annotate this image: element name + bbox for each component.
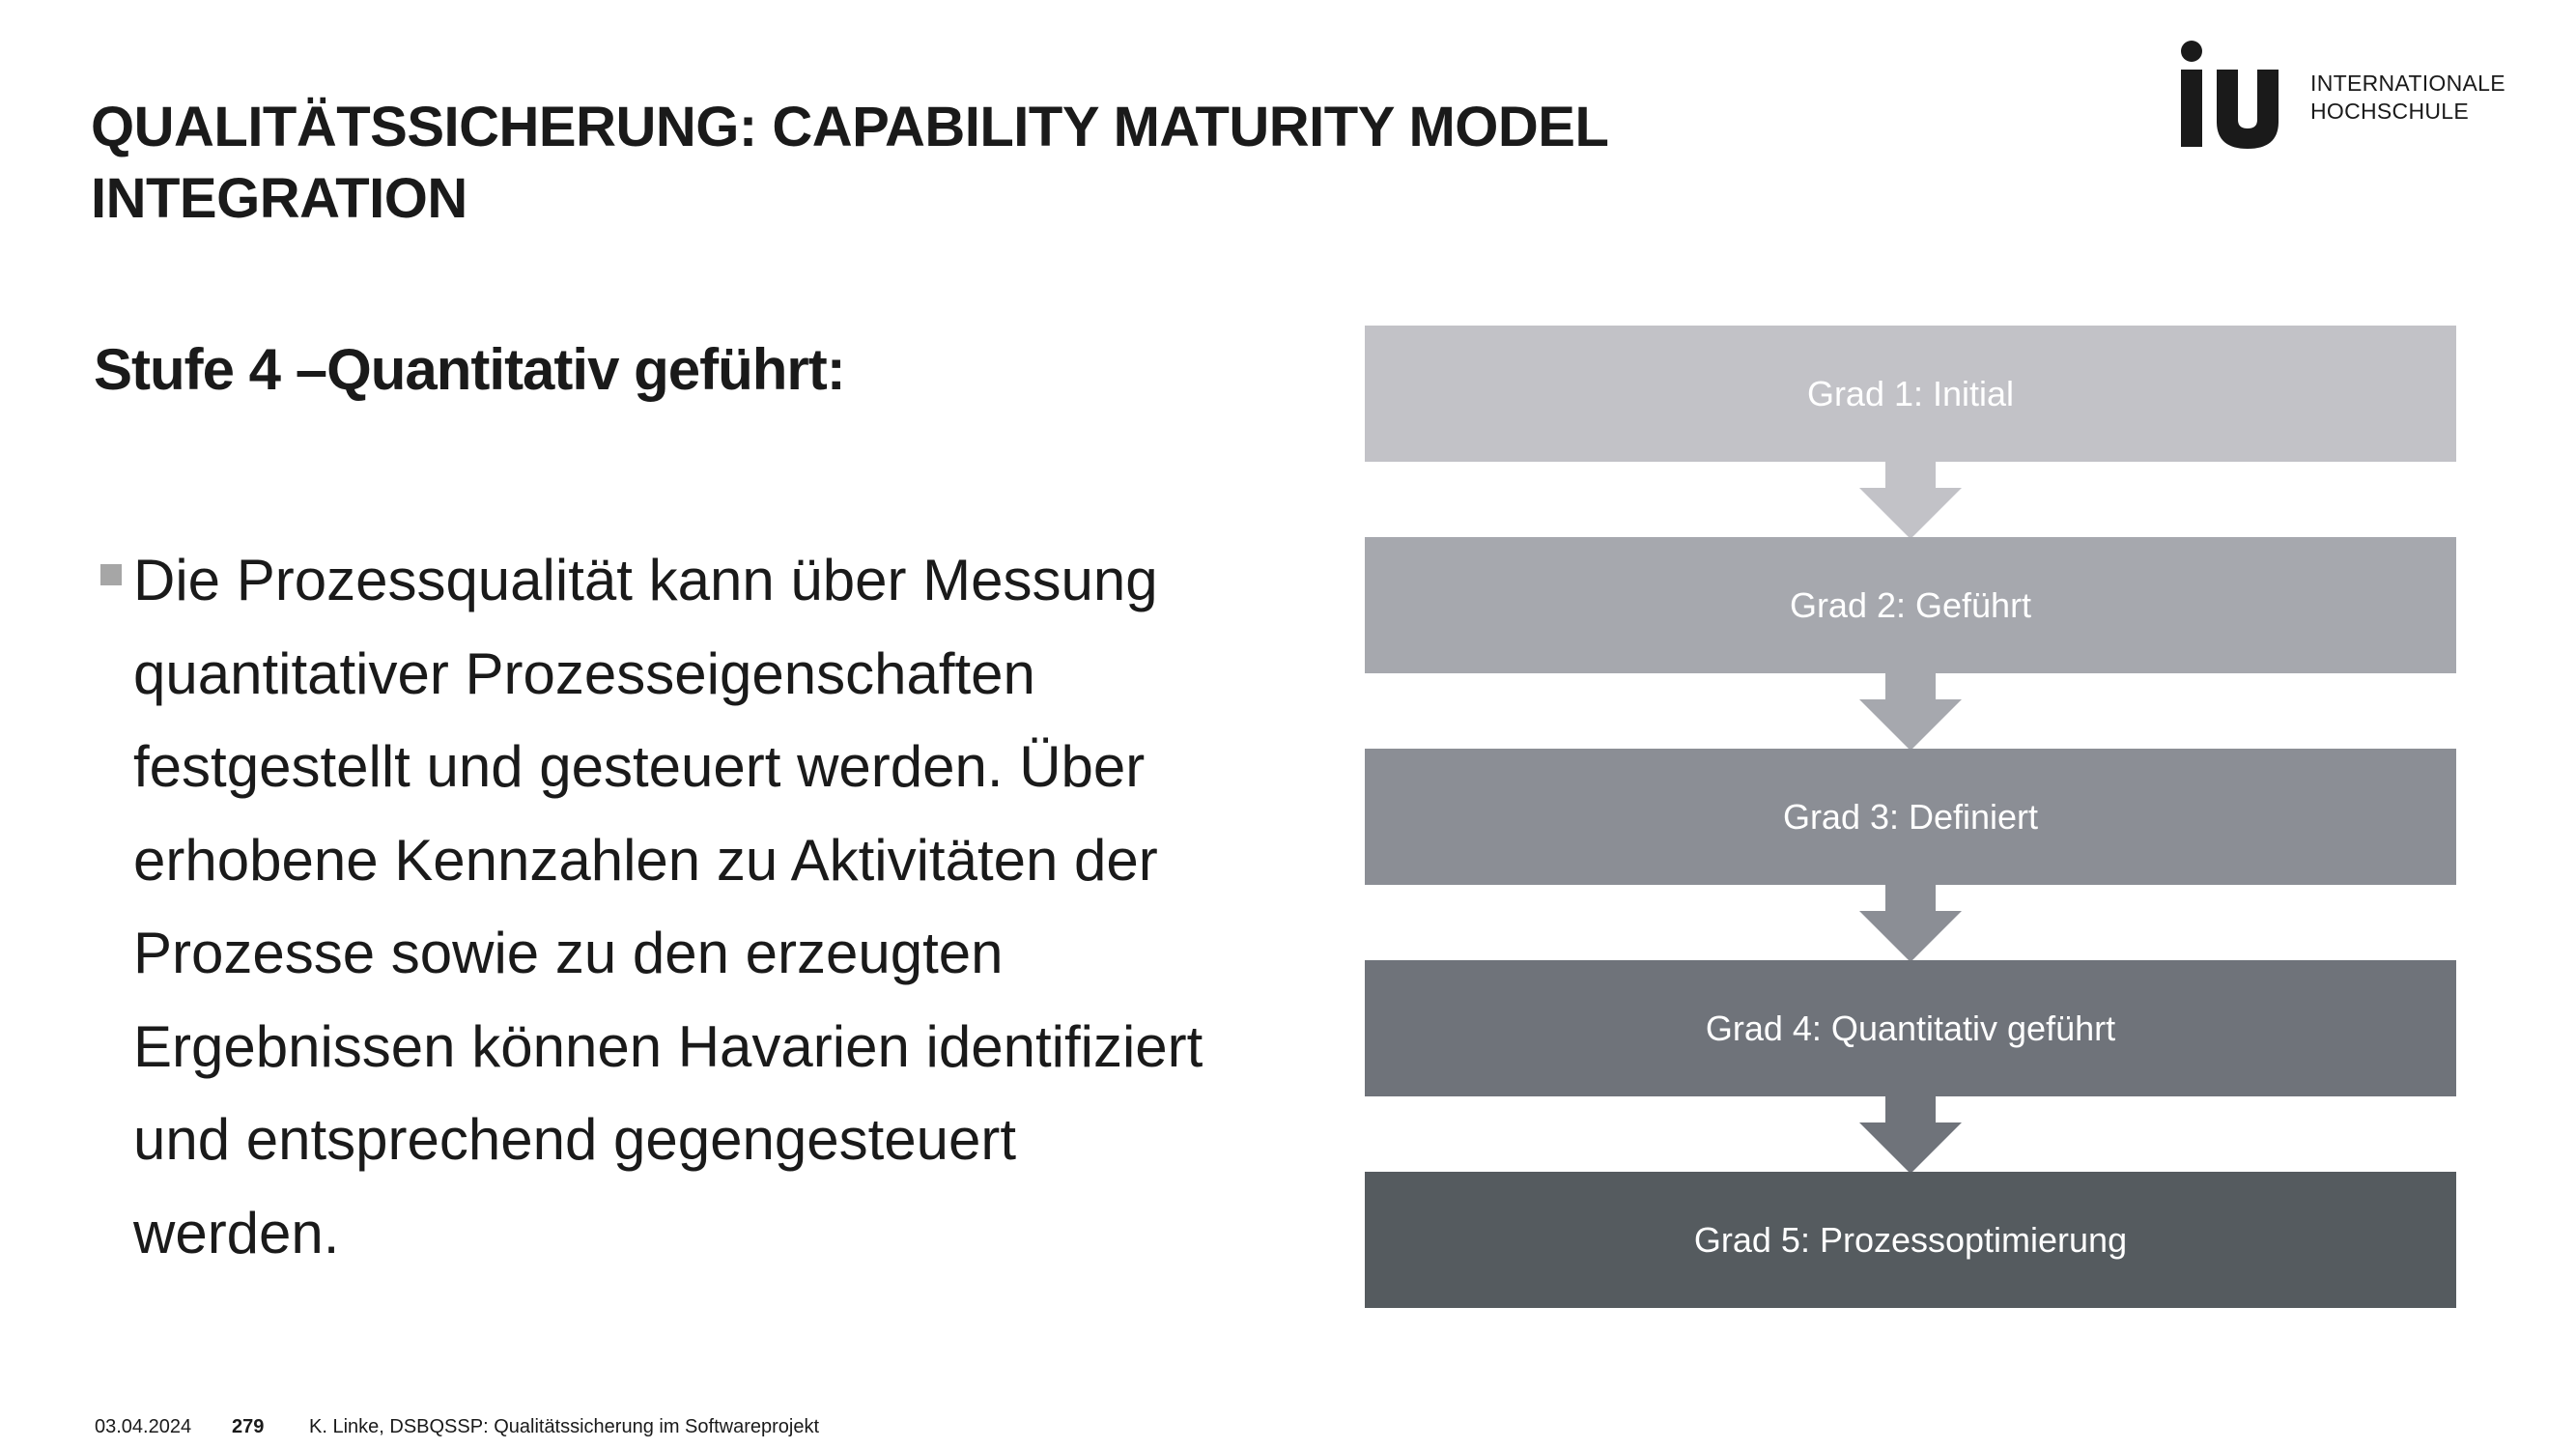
maturity-levels-diagram: Grad 1: Initial Grad 2: Geführt Grad 3: … [1365, 326, 2456, 1311]
stage-label: Grad 2: Geführt [1789, 584, 2032, 625]
iu-logo-mark [2181, 41, 2279, 149]
slide-title: QUALITÄTSSICHERUNG: CAPABILITY MATURITY … [91, 92, 1733, 235]
bullet-point: Die Prozessqualität kann über Messung qu… [97, 534, 1294, 1280]
stage-grad-3: Grad 3: Definiert [1365, 749, 2456, 885]
bullet-line: Die Prozessqualität kann über Messung [133, 548, 1158, 612]
footer-page-number: 279 [232, 1416, 265, 1437]
section-subtitle: Stufe 4 –Quantitativ geführt: [94, 337, 846, 402]
bullet-line: quantitativer Prozesseigenschaften [133, 640, 1035, 706]
bullet-line: festgestellt und gesteuert werden. Über [133, 734, 1146, 799]
stage-grad-1: Grad 1: Initial [1365, 326, 2456, 462]
bullet-line: werden. [133, 1200, 340, 1265]
stage-label: Grad 1: Initial [1806, 373, 2015, 413]
stage-label: Grad 3: Definiert [1782, 796, 2039, 837]
footer-date: 03.04.2024 [95, 1416, 192, 1437]
bullet-line: erhobene Kennzahlen zu Aktivitäten der [133, 827, 1158, 893]
stage-label: Grad 4: Quantitativ geführt [1705, 1008, 2116, 1048]
logo-text: INTERNATIONALE HOCHSCHULE [2310, 70, 2505, 126]
down-arrow-icon [1859, 885, 1962, 962]
logo-text-line-1: INTERNATIONALE [2310, 71, 2505, 96]
slide-title-line-1: QUALITÄTSSICHERUNG: CAPABILITY MATURITY … [91, 96, 1609, 158]
stage-grad-4: Grad 4: Quantitativ geführt [1365, 960, 2456, 1096]
down-arrow-icon [1859, 673, 1962, 751]
stage-label: Grad 5: Prozessoptimierung [1693, 1219, 2128, 1260]
bullet-line: und entsprechend gegengesteuert [133, 1107, 1017, 1172]
bullet-line: Prozesse sowie zu den erzeugten [133, 921, 1004, 985]
down-arrow-icon [1859, 462, 1962, 539]
down-arrow-icon [1859, 1096, 1962, 1174]
iu-logo: INTERNATIONALE HOCHSCHULE [2178, 39, 2506, 155]
bullet-text: Die Prozessqualität kann über Messung qu… [133, 534, 1294, 1280]
slide-title-line-2: INTEGRATION [91, 167, 467, 230]
bullet-square-icon [100, 564, 122, 585]
footer-course-info: K. Linke, DSBQSSP: Qualitätssicherung im… [309, 1416, 820, 1437]
stage-grad-5: Grad 5: Prozessoptimierung [1365, 1172, 2456, 1308]
bullet-line: Ergebnissen können Havarien identifizier… [133, 1013, 1203, 1079]
logo-text-line-2: HOCHSCHULE [2310, 99, 2470, 124]
stage-grad-2: Grad 2: Geführt [1365, 537, 2456, 673]
